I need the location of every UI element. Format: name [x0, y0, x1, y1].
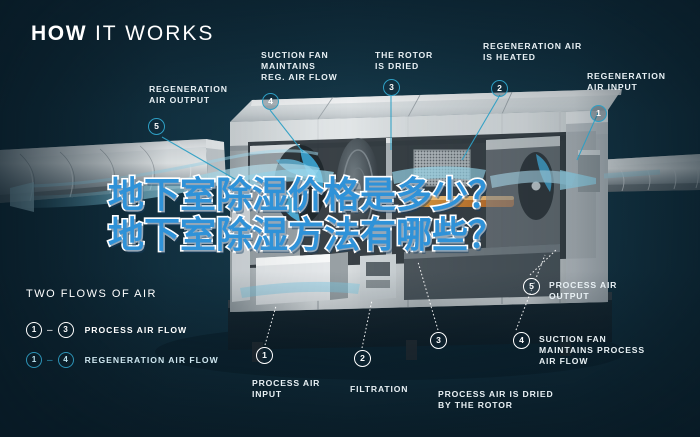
- callout-label-regeneration-air-input: REGENERATION AIR INPUT: [587, 71, 666, 92]
- callout-label-regeneration-air-output: REGENERATION AIR OUTPUT: [149, 84, 228, 105]
- marker-process-air-dried[interactable]: 3: [430, 332, 447, 349]
- callout-label-suction-fan-process: SUCTION FAN MAINTAINS PROCESS AIR FLOW: [539, 334, 645, 366]
- page-title: HOW IT WORKS: [31, 22, 214, 46]
- marker-process-air-output[interactable]: 5: [523, 278, 540, 295]
- legend-marker-to-3: 3: [57, 322, 74, 338]
- page-title-light: IT WORKS: [94, 22, 215, 45]
- marker-suction-fan-process[interactable]: 4: [513, 332, 530, 349]
- legend-title: TWO FLOWS OF AIR: [26, 288, 157, 300]
- legend-label-process-air-flow: PROCESS AIR FLOW: [84, 325, 188, 335]
- marker-the-rotor-is-dried[interactable]: 3: [383, 79, 400, 96]
- marker-suction-fan-reg[interactable]: 4: [262, 93, 279, 110]
- legend-dash-teal: –: [47, 354, 53, 366]
- marker-process-air-input[interactable]: 1: [256, 347, 273, 364]
- legend-marker-from-1: 1: [26, 322, 42, 338]
- marker-regeneration-air-input[interactable]: 1: [590, 105, 607, 122]
- legend-row-process-air-flow: 1 – 3 PROCESS AIR FLOW: [26, 322, 187, 338]
- marker-regeneration-air-heated[interactable]: 2: [491, 80, 508, 97]
- callout-label-process-air-output: PROCESS AIR OUTPUT: [549, 280, 618, 301]
- legend-label-regeneration-air-flow: REGENERATION AIR FLOW: [84, 355, 219, 365]
- callout-label-filtration: FILTRATION: [350, 384, 409, 394]
- callout-label-regeneration-air-heated: REGENERATION AIR IS HEATED: [483, 41, 583, 62]
- marker-filtration[interactable]: 2: [354, 350, 371, 367]
- legend-row-regeneration-air-flow: 1 – 4 REGENERATION AIR FLOW: [26, 352, 219, 368]
- marker-regeneration-air-output[interactable]: 5: [148, 118, 165, 135]
- legend-marker-to-4-teal: 4: [57, 352, 74, 368]
- callout-label-suction-fan-reg: SUCTION FAN MAINTAINS REG. AIR FLOW: [261, 50, 338, 82]
- legend-dash: –: [47, 324, 53, 336]
- legend-marker-from-1-teal: 1: [26, 352, 42, 368]
- page-title-bold: HOW: [31, 22, 88, 45]
- callout-label-the-rotor-is-dried: THE ROTOR IS DRIED: [375, 50, 434, 71]
- callout-label-process-air-dried: PROCESS AIR IS DRIED BY THE ROTOR: [438, 389, 554, 410]
- callout-label-process-air-input: PROCESS AIR INPUT: [252, 378, 321, 399]
